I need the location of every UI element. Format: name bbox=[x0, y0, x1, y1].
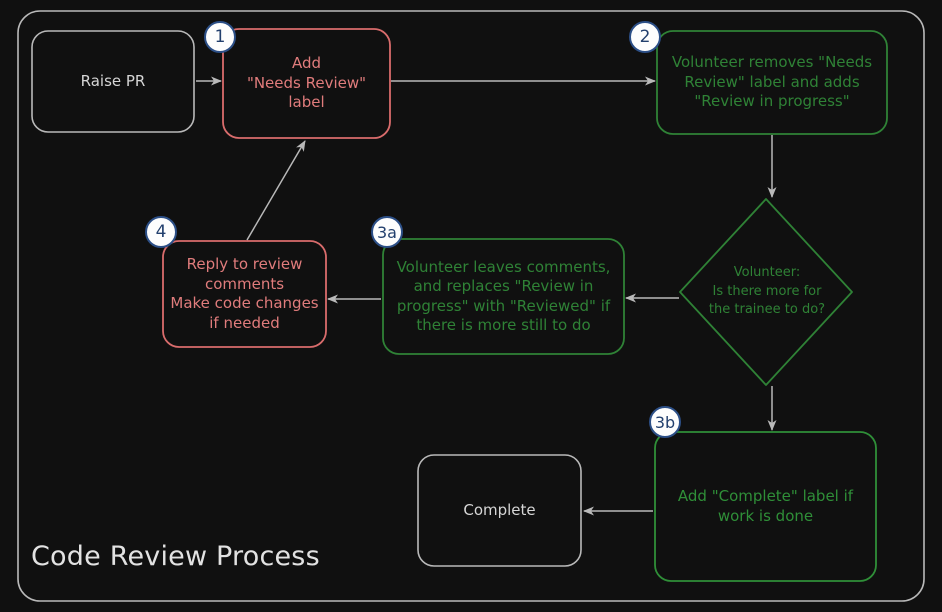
edge-reply-comments-to-add-label bbox=[246, 140, 306, 241]
step-badge-1[interactable]: 1 bbox=[204, 21, 236, 53]
node-shape-raise-pr bbox=[31, 30, 195, 133]
node-shape-reply-comments bbox=[162, 240, 327, 348]
step-badge-3a[interactable]: 3a bbox=[371, 216, 403, 248]
diagram-frame bbox=[17, 10, 925, 602]
node-shape-add-complete bbox=[654, 431, 877, 582]
node-shape-volunteer-review bbox=[656, 30, 888, 135]
node-shape-add-label bbox=[222, 28, 391, 139]
step-badge-4[interactable]: 4 bbox=[145, 216, 177, 248]
node-shape-leave-comments bbox=[382, 238, 625, 355]
step-badge-2[interactable]: 2 bbox=[629, 21, 661, 53]
step-badge-3b[interactable]: 3b bbox=[649, 406, 681, 438]
page-title: Code Review Process bbox=[31, 541, 320, 572]
node-shape-decision bbox=[679, 198, 853, 386]
node-shape-complete bbox=[417, 454, 582, 567]
